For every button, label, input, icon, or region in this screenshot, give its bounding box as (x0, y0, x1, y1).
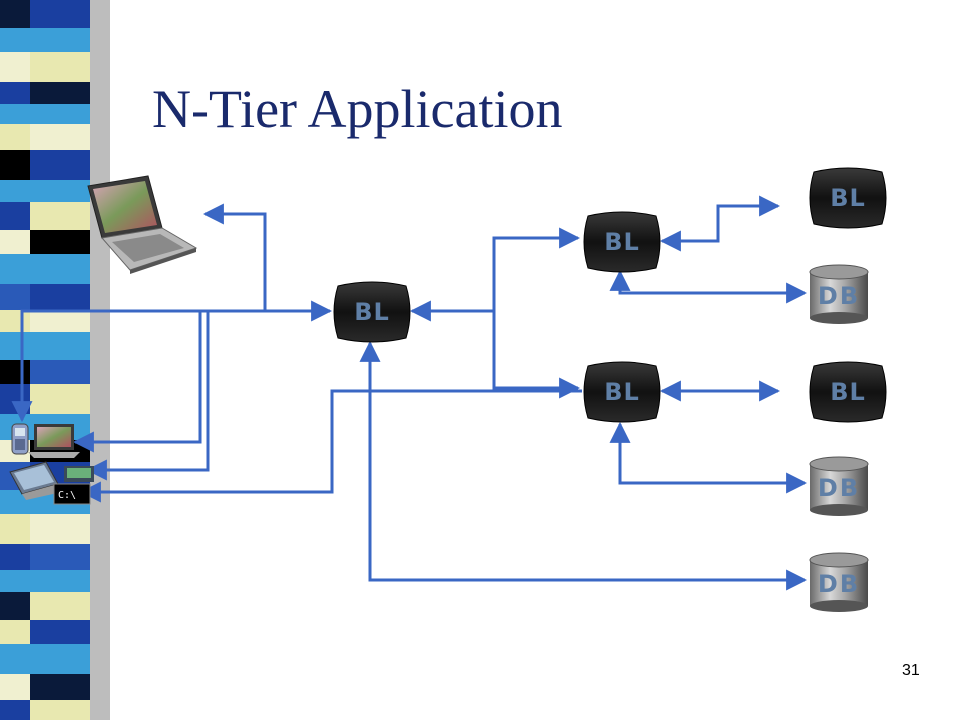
bl-node-top-right: BL (809, 167, 887, 229)
stripe-block (30, 230, 90, 254)
stripe-block (30, 644, 90, 674)
stripe-block (0, 28, 30, 52)
connector-lower-to-db (609, 421, 808, 494)
stripe-block (0, 674, 30, 700)
stripe-block (30, 620, 90, 644)
bl-label: BL (604, 228, 640, 256)
bl-label: BL (830, 184, 866, 212)
stripe-block (30, 52, 90, 82)
db-node-upper: DB (809, 264, 869, 324)
stripe-block (30, 82, 90, 104)
db-label: DB (818, 570, 860, 598)
stripe-block (30, 104, 90, 124)
stripe-block (30, 0, 90, 28)
connector-upper-to-db (609, 269, 808, 304)
stripe-block (0, 544, 30, 570)
stripe-block (0, 514, 30, 544)
db-node-bottom: DB (809, 552, 869, 612)
bl-node-mid-right: BL (809, 361, 887, 423)
laptop-icon (87, 175, 198, 274)
connector-center-to-bottom-db (359, 340, 808, 591)
connector-center-to-laptop (202, 203, 330, 313)
terminal-icon: C:\ (53, 483, 91, 505)
stripe-block (30, 700, 90, 720)
stripe-block (30, 180, 90, 202)
connector-center-to-small-laptop (72, 311, 202, 453)
bl-node-center: BL (333, 281, 411, 343)
stripe-block (0, 52, 30, 82)
stripe-block (0, 644, 30, 674)
stripe-block (0, 592, 30, 620)
connector-center-to-phone (11, 300, 333, 423)
bl-label: BL (604, 378, 640, 406)
stripe-block (0, 124, 30, 150)
stripe-block (30, 544, 90, 570)
connectors (11, 195, 808, 591)
db-label: DB (818, 474, 860, 502)
stripe-block (30, 254, 90, 284)
bl-label: BL (354, 298, 390, 326)
stripe-block (0, 570, 30, 592)
stripe-block (0, 254, 30, 284)
connector-hub-to-upper (492, 227, 581, 311)
stripe-block (0, 180, 30, 202)
stripe-block (0, 230, 30, 254)
stripe-block (0, 0, 30, 28)
small-laptop-icon (28, 424, 80, 458)
page-number: 31 (902, 662, 920, 679)
stripe-block (30, 150, 90, 180)
connector-hub-to-lower (492, 311, 581, 399)
stripe-block (30, 28, 90, 52)
stripe-block (30, 202, 90, 230)
stripe-block (30, 570, 90, 592)
stripe-block (30, 674, 90, 700)
connector-center-to-desktop (85, 311, 210, 481)
bl-label: BL (830, 378, 866, 406)
stripe-block (0, 620, 30, 644)
stripe-block (0, 150, 30, 180)
connector-upper-to-top-right (659, 195, 781, 252)
phone-icon (11, 423, 29, 455)
db-label: DB (818, 282, 860, 310)
stripe-block (0, 82, 30, 104)
stripe-block (30, 514, 90, 544)
terminal-prompt: C:\ (58, 490, 76, 501)
bl-node-lower: BL (583, 361, 661, 423)
stripe-block (0, 202, 30, 230)
stripe-block (30, 592, 90, 620)
stripe-block (0, 700, 30, 720)
desktop-icon (9, 461, 94, 500)
bl-node-upper: BL (583, 211, 661, 273)
stripe-block (30, 124, 90, 150)
db-node-lower: DB (809, 456, 869, 516)
stripe-block (0, 104, 30, 124)
slide-title: N-Tier Application (152, 79, 563, 139)
